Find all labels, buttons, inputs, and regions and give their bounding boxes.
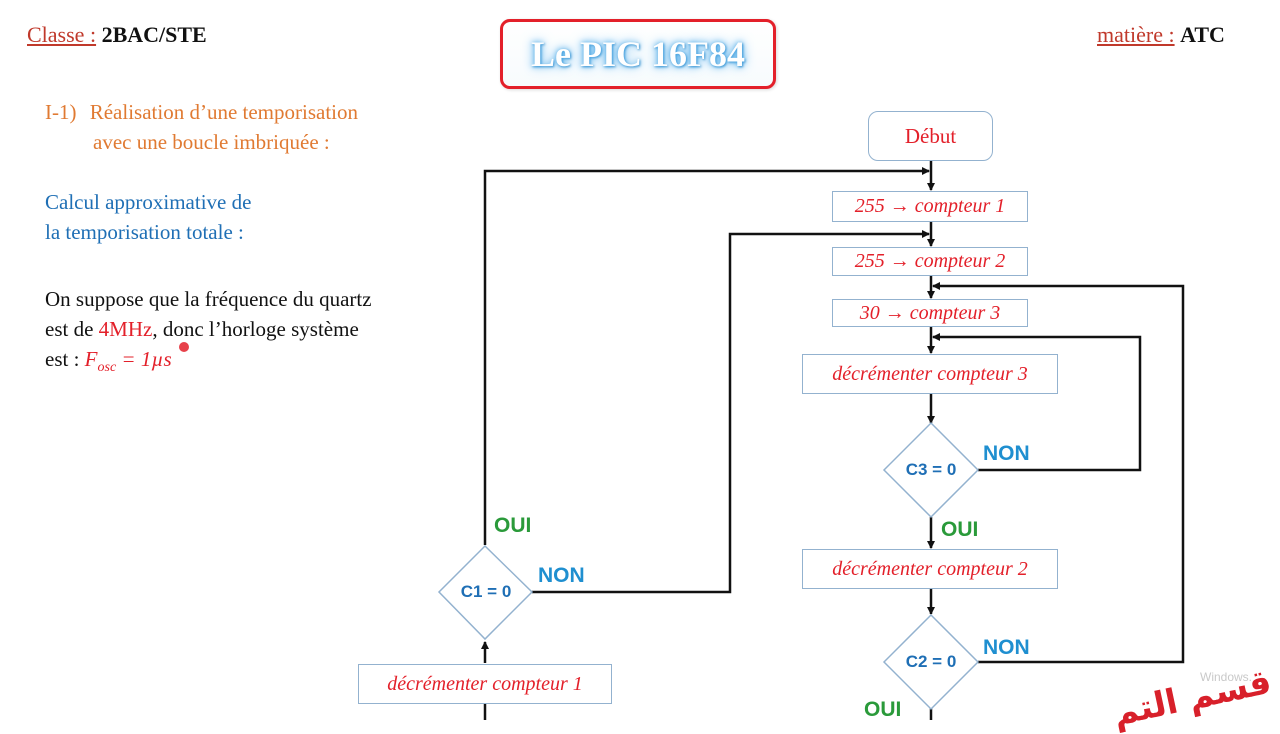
formula-fosc: Fosc = 1µs [84,347,172,375]
calc-line2: la temporisation totale : [45,220,244,244]
formula-subscript: osc [97,360,117,376]
c2-non-label: NON [983,636,1030,659]
decision-c3-shape [882,421,980,519]
calc-line1: Calcul approximative de [45,190,252,214]
paragraph-text: , donc l’horloge système [152,317,359,341]
c1-non-label: NON [538,564,585,587]
decrement-counter2-box: décrémenter compteur 2 [802,549,1058,589]
paragraph-text: est : [45,347,80,371]
paragraph-line1: On suppose que la fréquence du quartz [45,287,372,311]
loop-c1-non [532,230,930,594]
section-title-line2: avec une boucle imbriquée : [93,130,330,154]
windows-activation-watermark: Windows. [1200,670,1253,684]
subject-info: matière : ATC [1097,22,1225,48]
start-node: Début [868,111,993,161]
decision-c1-shape [437,544,534,641]
paragraph-line3: est : Fosc = 1µs [45,344,172,383]
c3-non-label: NON [983,442,1030,465]
title-banner: Le PIC 16F84 [500,19,776,89]
section-heading: I-1) Réalisation d’une temporisation [45,97,358,127]
paragraph-line2: est de 4MHz, donc l’horloge système [45,314,359,344]
loop-c2-non [932,282,1185,664]
set-counter2-box: 255 → compteur 2 [832,247,1028,276]
loop-c3-non [932,333,1142,472]
decision-c2-shape [882,613,980,711]
loop-c1-oui [483,167,930,545]
subject-label: matière : [1097,22,1175,47]
section-number: I-1) [45,100,77,124]
subject-value: ATC [1180,22,1225,47]
quartz-frequency: 4MHz [98,317,153,341]
section-title-line1: Réalisation d’une temporisation [89,100,359,124]
cursor-pointer-icon [179,342,189,352]
class-info: Classe : 2BAC/STE [27,22,207,48]
page-title: Le PIC 16F84 [531,34,745,74]
decision-c2-label: C2 = 0 [905,652,957,671]
decrement-counter3-box: décrémenter compteur 3 [802,354,1058,394]
decrement-counter1-box: décrémenter compteur 1 [358,664,612,704]
set-counter3-box: 30 → compteur 3 [832,299,1028,327]
formula-value: = 1µs [121,347,172,371]
c1-oui-label: OUI [494,514,532,537]
paragraph-text: est de [45,317,94,341]
formula-symbol: F [84,347,98,371]
c3-oui-label: OUI [941,518,979,541]
class-value: 2BAC/STE [101,22,207,47]
c2-oui-label: OUI [864,698,902,721]
set-counter1-box: 255 → compteur 1 [832,191,1028,222]
decision-c1-label: C1 = 0 [460,582,512,601]
decision-c3-label: C3 = 0 [905,460,957,479]
class-label: Classe : [27,22,97,47]
